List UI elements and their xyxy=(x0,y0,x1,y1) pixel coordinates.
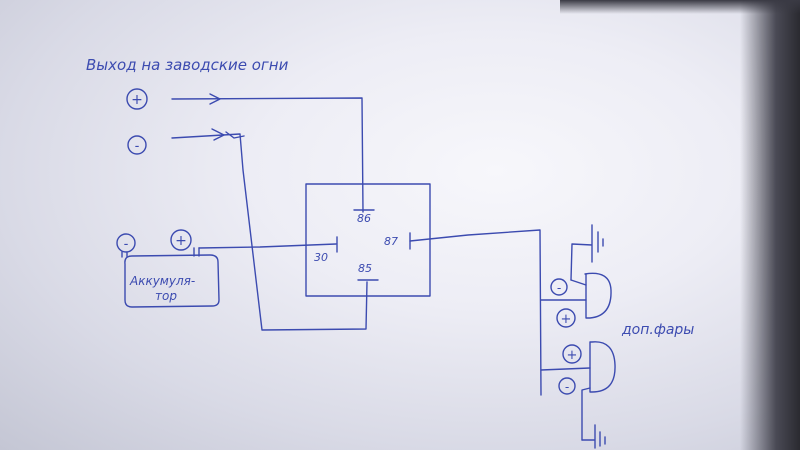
lamp-bottom-wire-plus xyxy=(540,367,591,371)
lamp-top-minus-circle xyxy=(550,278,568,296)
relay-box xyxy=(305,183,431,297)
lamp-top-minus-symbol: - xyxy=(557,281,561,295)
wire-signal-plus xyxy=(171,97,364,213)
diagram-title: Выход на заводские огни xyxy=(86,56,289,74)
battery-plus-post xyxy=(193,247,200,257)
signal-minus-symbol: - xyxy=(135,139,140,154)
battery-plus-symbol: + xyxy=(175,233,187,249)
battery: - + Аккумуля- тор xyxy=(116,229,220,308)
battery-minus-post xyxy=(121,251,128,258)
lamp-top-wire-minus xyxy=(570,279,587,286)
wire-signal-minus xyxy=(171,133,368,331)
ground-top xyxy=(570,224,604,281)
lamp-bottom-minus-symbol: - xyxy=(565,380,569,394)
signal-minus-terminal: - xyxy=(127,135,147,155)
relay-pin-87-label: 87 xyxy=(384,235,398,248)
lamp-bottom-body xyxy=(589,341,616,393)
battery-body xyxy=(124,254,220,308)
arrow-signal-plus xyxy=(209,93,221,105)
lamp-bottom-plus-circle xyxy=(562,344,582,364)
wire-signal-minus-tail xyxy=(225,131,245,139)
lamp-top-body xyxy=(584,272,612,319)
battery-label-line2: тор xyxy=(155,289,177,303)
lamp-top: - + xyxy=(540,272,612,328)
lamp-top-plus-circle xyxy=(556,308,576,328)
battery-minus-symbol: - xyxy=(124,237,129,252)
battery-minus-circle xyxy=(116,233,136,253)
lamps-label: доп.фары xyxy=(621,322,694,338)
lamp-top-plus-symbol: + xyxy=(561,312,572,327)
arrow-signal-minus xyxy=(211,128,225,141)
ground-bottom xyxy=(581,424,606,449)
background-edge-right xyxy=(740,0,800,450)
relay-pin-86-label: 86 xyxy=(357,212,371,225)
signal-plus-terminal: + xyxy=(126,88,148,110)
lamp-bottom-plus-symbol: + xyxy=(567,348,578,363)
signal-plus-symbol: + xyxy=(131,92,143,108)
wire-battery-to-pin-30 xyxy=(198,243,337,249)
relay-pin-30-label: 30 xyxy=(314,251,328,264)
lamp-bottom-minus-circle xyxy=(558,377,576,395)
wire-pin-87-to-lamps xyxy=(409,229,542,396)
lamp-bottom-wire-minus xyxy=(581,387,591,441)
battery-label-line1: Аккумуля- xyxy=(129,274,195,288)
background-edge-top xyxy=(560,0,800,14)
battery-plus-circle xyxy=(170,229,192,251)
relay-pin-85-label: 85 xyxy=(358,262,372,275)
lamp-bottom: + - xyxy=(540,341,616,441)
